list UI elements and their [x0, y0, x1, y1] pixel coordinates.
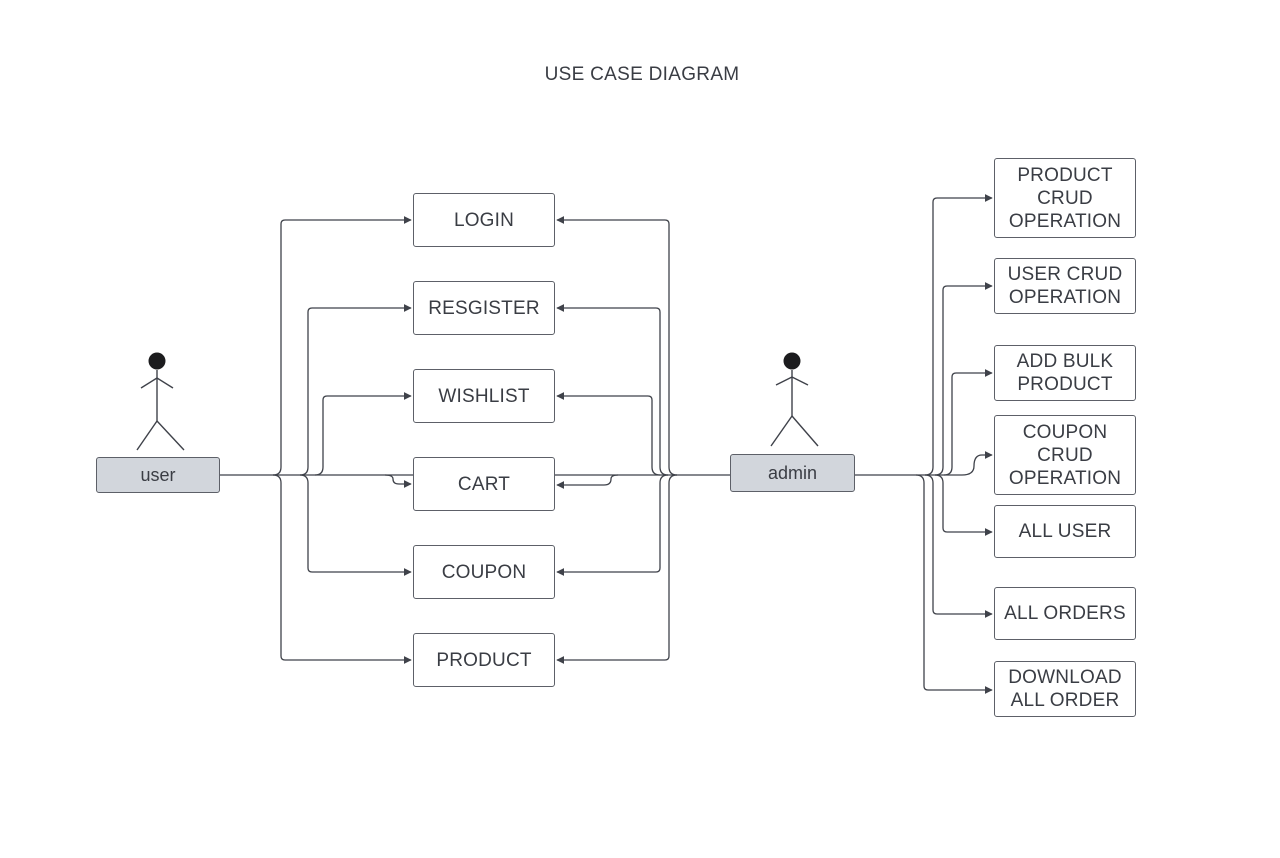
admin-connector-all-user	[934, 474, 993, 536]
use-case-register[interactable]: RESGISTER	[413, 281, 555, 335]
admin-stick-figure	[770, 352, 819, 447]
use-case-user-crud[interactable]: USER CRUD OPERATION	[994, 258, 1136, 314]
use-case-coupon[interactable]: COUPON	[413, 545, 555, 599]
use-case-all-user[interactable]: ALL USER	[994, 505, 1136, 558]
use-case-all-orders[interactable]: ALL ORDERS	[994, 587, 1136, 640]
user-connector-wishlist	[314, 392, 412, 476]
admin-connector-user-crud	[934, 282, 993, 476]
use-case-add-bulk-product[interactable]: ADD BULK PRODUCT	[994, 345, 1136, 401]
admin-connector-coupon-crud	[961, 451, 993, 476]
user-stick-figure	[136, 352, 185, 451]
use-case-coupon-crud[interactable]: COUPON CRUD OPERATION	[994, 415, 1136, 495]
admin-connector-cart	[556, 474, 619, 489]
use-case-login[interactable]: LOGIN	[413, 193, 555, 247]
use-case-cart[interactable]: CART	[413, 457, 555, 511]
admin-connector-wishlist	[556, 392, 661, 476]
admin-connector-all-orders	[924, 474, 993, 618]
admin-connector-login	[556, 216, 678, 476]
admin-connector-add-bulk-product	[943, 369, 993, 476]
admin-connector-coupon	[556, 474, 669, 576]
connectors	[220, 194, 993, 694]
diagram-title: USE CASE DIAGRAM	[544, 64, 740, 85]
admin-actor-label[interactable]: admin	[730, 454, 855, 492]
admin-connector-download-all-order	[915, 474, 993, 694]
user-connector-login	[272, 216, 412, 476]
use-case-product-crud[interactable]: PRODUCT CRUD OPERATION	[994, 158, 1136, 238]
admin-connector-register	[556, 304, 669, 476]
use-case-download-all-order[interactable]: DOWNLOAD ALL ORDER	[994, 661, 1136, 717]
use-case-product[interactable]: PRODUCT	[413, 633, 555, 687]
admin-connector-product-crud	[924, 194, 993, 476]
admin-connector-product	[556, 474, 678, 664]
user-actor-label[interactable]: user	[96, 457, 220, 493]
user-connector-product	[272, 474, 412, 664]
user-connector-coupon	[299, 474, 412, 576]
user-connector-cart	[384, 474, 412, 488]
user-connector-register	[299, 304, 412, 476]
use-case-wishlist[interactable]: WISHLIST	[413, 369, 555, 423]
